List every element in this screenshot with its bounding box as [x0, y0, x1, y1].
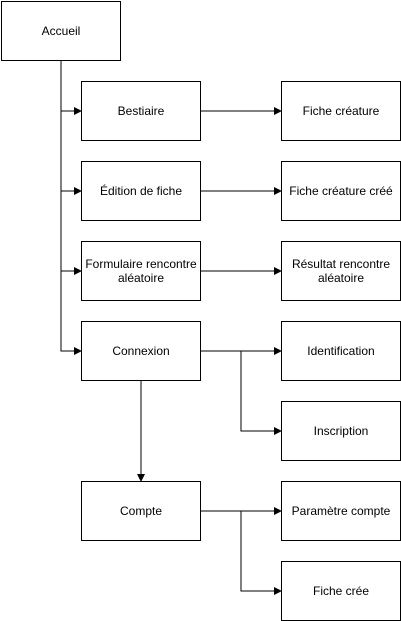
node-label: Paramètre compte [292, 504, 391, 518]
edge-accueil-to-bestiaire [60, 61, 82, 115]
node-label: Formulaire rencontre [85, 257, 197, 271]
node-compte: Compte [81, 481, 201, 541]
node-box [281, 321, 401, 381]
edges [60, 61, 282, 595]
node-label: Accueil [42, 24, 81, 38]
node-label: Bestiaire [118, 104, 165, 118]
edge-compte-to-fiche_cree [201, 510, 282, 595]
edge-accueil-to-formulaire_rencontre [60, 61, 82, 275]
node-label: aléatoire [118, 271, 164, 285]
node-identification: Identification [281, 321, 401, 381]
node-box [81, 321, 201, 381]
node-box [281, 161, 401, 221]
node-label: Fiche créature [303, 104, 380, 118]
node-inscription: Inscription [281, 401, 401, 461]
node-fiche-creature-cree: Fiche créature créé [281, 161, 401, 221]
node-box [1, 1, 121, 61]
node-box [281, 401, 401, 461]
node-label: Édition de fiche [100, 183, 182, 198]
node-label: Compte [120, 504, 162, 518]
edge-connexion-to-inscription [201, 350, 282, 435]
node-edition-fiche: Édition de fiche [81, 161, 201, 221]
node-label: Connexion [112, 344, 169, 358]
node-fiche-cree: Fiche crée [281, 561, 401, 621]
node-fiche-creature: Fiche créature [281, 81, 401, 141]
node-box [281, 81, 401, 141]
node-box [81, 161, 201, 221]
node-box [81, 241, 201, 301]
node-box [281, 561, 401, 621]
edge-accueil-to-connexion [60, 61, 82, 355]
node-label: aléatoire [318, 271, 364, 285]
node-label: Fiche crée [313, 584, 369, 598]
node-box [281, 481, 401, 541]
node-box [81, 481, 201, 541]
node-box [81, 81, 201, 141]
node-connexion: Connexion [81, 321, 201, 381]
node-accueil: Accueil [1, 1, 121, 61]
node-parametre-compte: Paramètre compte [281, 481, 401, 541]
edge-accueil-to-edition_fiche [60, 61, 82, 195]
node-label: Identification [307, 344, 374, 358]
node-label: Fiche créature créé [289, 184, 393, 198]
node-label: Résultat rencontre [292, 257, 390, 271]
node-label: Inscription [314, 424, 369, 438]
node-bestiaire: Bestiaire [81, 81, 201, 141]
node-box [281, 241, 401, 301]
